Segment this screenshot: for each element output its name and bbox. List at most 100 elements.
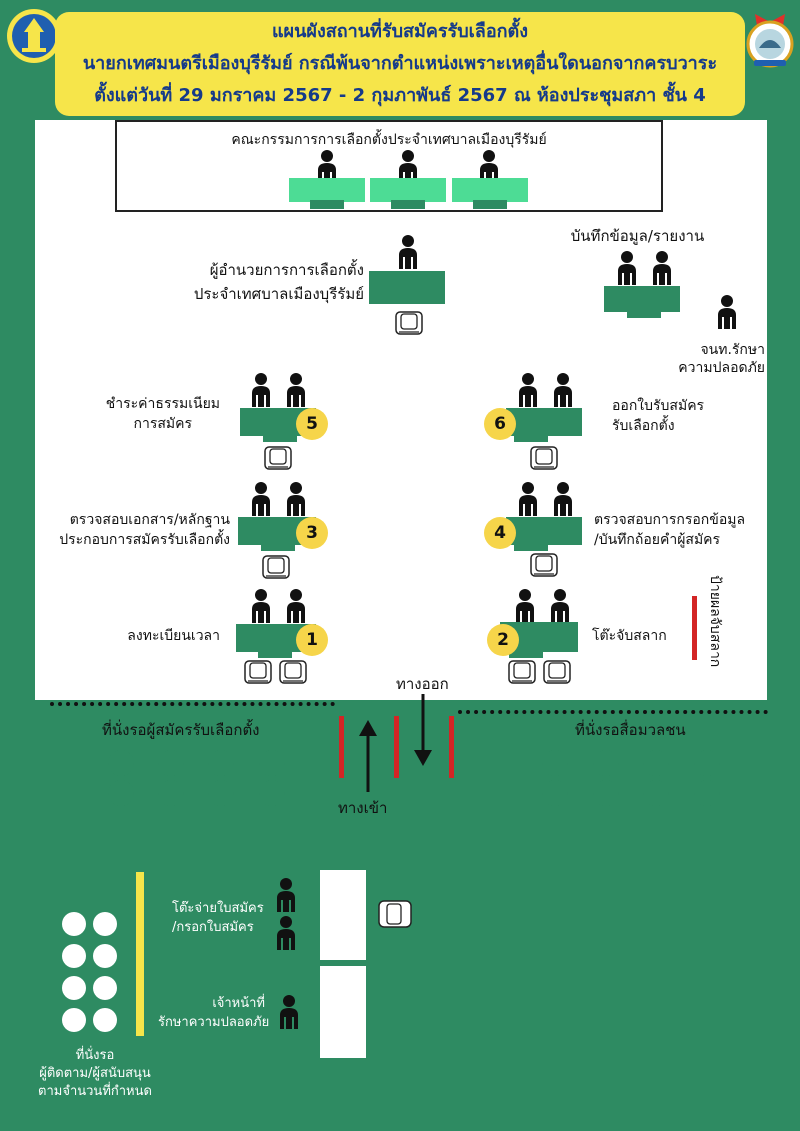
station-6-label-1: ออกใบรับสมัคร <box>612 398 705 414</box>
committee-table <box>289 178 365 202</box>
candidate-seat <box>158 750 184 776</box>
follower-seat <box>62 1008 86 1032</box>
follower-seat <box>93 912 117 936</box>
person-icon <box>549 589 571 623</box>
chair-icon <box>378 900 412 928</box>
candidate-seat <box>208 750 234 776</box>
person-icon <box>651 251 673 285</box>
follower-seat <box>93 944 117 968</box>
security-label-1: จนท.รักษา <box>700 342 765 358</box>
person-icon <box>552 482 574 516</box>
media-seat <box>643 750 669 776</box>
follower-seat <box>62 976 86 1000</box>
divider-left <box>50 702 335 706</box>
station-4-table-base <box>514 543 548 551</box>
person-icon <box>517 482 539 516</box>
chair-icon <box>395 311 423 335</box>
station-3-badge: 3 <box>296 517 328 549</box>
chair-icon <box>264 446 292 470</box>
person-icon <box>250 373 272 407</box>
guard-desk <box>320 966 366 1058</box>
media-seat <box>542 750 568 776</box>
station-3-label-1: ตรวจสอบเอกสาร/หลักฐาน <box>69 512 230 528</box>
barrier <box>339 716 344 778</box>
director-label-2: ประจำเทศบาลเมืองบุรีรัมย์ <box>193 285 364 303</box>
barrier <box>449 716 454 778</box>
record-table-base <box>627 310 661 318</box>
candidate-seat <box>108 780 134 806</box>
result-board-label: ป้ายผลจับสลาก <box>707 575 723 668</box>
station-4-table <box>506 517 582 545</box>
person-icon <box>285 589 307 623</box>
media-seat <box>694 750 720 776</box>
person-icon <box>285 482 307 516</box>
station-6-label-2: รับเลือกตั้ง <box>612 418 675 434</box>
barrier <box>394 716 399 778</box>
station-6-table <box>506 408 582 436</box>
station-5-label-2: การสมัคร <box>133 416 192 432</box>
title-line-3: ตั้งแต่วันที่ 29 มกราคม 2567 - 2 กุมภาพั… <box>94 85 706 106</box>
form-desk <box>320 870 366 960</box>
station-1-label: ลงทะเบียนเวลา <box>127 628 220 644</box>
candidate-seat <box>259 780 285 806</box>
meeting-hall <box>35 120 767 700</box>
committee-table-base <box>310 200 344 209</box>
record-report-label: บันทึกข้อมูล/รายงาน <box>570 227 705 245</box>
person-icon <box>285 373 307 407</box>
chair-icon <box>530 446 558 470</box>
station-4-label-2: /บันทึกถ้อยคำผู้สมัคร <box>594 532 721 548</box>
exit-label: ทางออก <box>396 675 449 693</box>
chair-icon <box>530 553 558 577</box>
committee-table-base <box>473 200 507 209</box>
candidate-seat <box>259 750 285 776</box>
person-icon <box>278 995 300 1029</box>
committee-table <box>452 178 528 202</box>
yellow-barrier <box>136 872 144 1036</box>
media-seat <box>542 780 568 806</box>
station-2-badge: 2 <box>487 624 519 656</box>
person-icon <box>250 482 272 516</box>
person-icon <box>517 373 539 407</box>
follower-seat <box>62 944 86 968</box>
media-seat <box>643 780 669 806</box>
chair-icon <box>508 660 536 684</box>
title-line-1: แผนผังสถานที่รับสมัครรับเลือกตั้ง <box>271 21 529 42</box>
security-label-2: ความปลอดภัย <box>678 360 765 376</box>
person-icon <box>250 589 272 623</box>
form-desk-label-2: /กรอกใบสมัคร <box>172 920 254 935</box>
follower-seat <box>62 912 86 936</box>
arrow-up-icon <box>359 720 377 792</box>
result-board <box>692 596 697 660</box>
station-4-badge: 4 <box>484 517 516 549</box>
station-4-label-1: ตรวจสอบการกรอกข้อมูล <box>594 512 746 528</box>
committee-label: คณะกรรมการการเลือกตั้งประจำเทศบาลเมืองบุ… <box>231 132 547 148</box>
station-2-table-base <box>509 650 543 658</box>
chair-icon <box>244 660 272 684</box>
station-5-table-base <box>263 434 297 442</box>
media-waiting-label: ที่นั่งรอสื่อมวลชน <box>575 721 686 739</box>
person-icon <box>275 916 297 950</box>
record-table <box>604 286 680 312</box>
title-banner: แผนผังสถานที่รับสมัครรับเลือกตั้ง นายกเท… <box>55 12 745 116</box>
follower-label-2: ผู้ติดตาม/ผู้สนับสนุน <box>39 1066 151 1081</box>
station-1-table-base <box>258 650 292 658</box>
title-line-2: นายกเทศมนตรีเมืองบุรีรัมย์ กรณีพ้นจากตำแ… <box>82 53 718 74</box>
follower-seat <box>93 976 117 1000</box>
committee-table <box>370 178 446 202</box>
candidate-seat <box>108 750 134 776</box>
director-label-1: ผู้อำนวยการการเลือกตั้ง <box>209 261 364 279</box>
chair-icon <box>262 555 290 579</box>
guard-label-1: เจ้าหน้าที่ <box>212 996 265 1011</box>
media-seat <box>593 780 619 806</box>
municipality-seal-logo <box>6 8 62 64</box>
divider-right <box>458 710 768 714</box>
person-icon <box>616 251 638 285</box>
follower-label-3: ตามจำนวนที่กำหนด <box>38 1084 152 1099</box>
station-6-table-base <box>514 434 548 442</box>
person-icon <box>716 295 738 329</box>
candidate-seat <box>158 780 184 806</box>
media-seat <box>593 750 619 776</box>
station-1-badge: 1 <box>296 624 328 656</box>
follower-seat <box>93 1008 117 1032</box>
person-icon <box>397 235 419 269</box>
